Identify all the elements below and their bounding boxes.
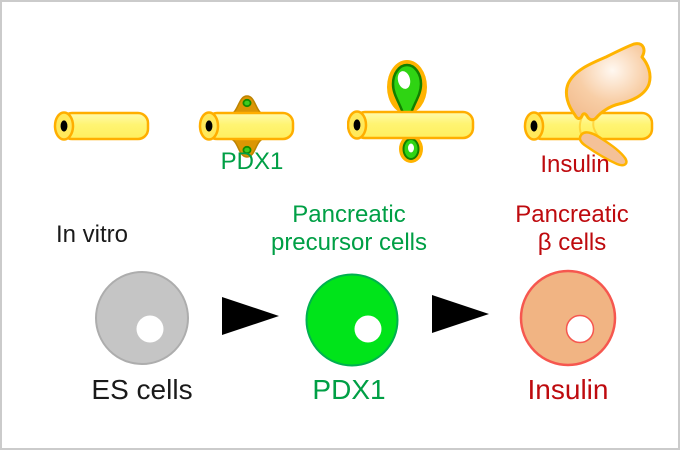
pancreas-tail [578, 131, 628, 167]
es-cells-label: ES cells [91, 374, 193, 405]
bud-highlight-bottom [408, 143, 414, 153]
tube-body [205, 111, 295, 141]
tube-lumen [530, 120, 538, 132]
pdx1-dot-bottom [242, 145, 252, 155]
arrow-triangle [222, 297, 279, 335]
gut-tube-stage3-pancreatic-buds [347, 60, 475, 163]
pdx1-stage-label: PDX1 [220, 148, 284, 175]
gut-tube-stage2-pdx1-buds [198, 95, 295, 158]
es-cell-nucleolus [136, 315, 164, 343]
precursor-cell-nucleolus [354, 315, 382, 343]
tube-lumen [60, 120, 68, 132]
precursor-cell-body [305, 273, 399, 367]
precursor-header-line2: precursor cells [270, 229, 428, 256]
tube-body [60, 111, 150, 141]
beta-header-line2: β cells [537, 229, 607, 256]
beta-cell-nucleolus [565, 314, 595, 344]
tube-body [353, 110, 475, 140]
arrow-precursor-to-beta [432, 295, 489, 333]
arrow-triangle [432, 295, 489, 333]
insulin-cell-label: Insulin [527, 374, 609, 405]
pancreas-body [564, 42, 652, 122]
in-vitro-label: In vitro [56, 221, 129, 248]
insulin-stage-label: Insulin [540, 151, 610, 178]
tube-lumen [205, 120, 213, 132]
tube-lumen [353, 119, 361, 131]
precursor-cells-header: Pancreatic precursor cells [249, 201, 449, 257]
es-cell-body [95, 271, 189, 365]
bud-highlight-top [397, 71, 411, 89]
precursor-header-line1: Pancreatic [292, 201, 406, 228]
arrow-es-to-precursor [222, 297, 279, 335]
gut-tube-stage1 [53, 111, 150, 141]
beta-header-line1: Pancreatic [515, 201, 629, 228]
pancreatic-beta-cell [519, 269, 617, 367]
pdx1-dot-top [242, 98, 252, 108]
beta-cell-body [519, 269, 617, 367]
pdx1-cell-label: PDX1 [312, 374, 386, 405]
gut-tube-stage4-pancreas [523, 42, 654, 167]
pancreatic-precursor-cell [305, 273, 399, 367]
es-cell [95, 271, 189, 365]
beta-cells-header: Pancreatic β cells [472, 201, 672, 257]
